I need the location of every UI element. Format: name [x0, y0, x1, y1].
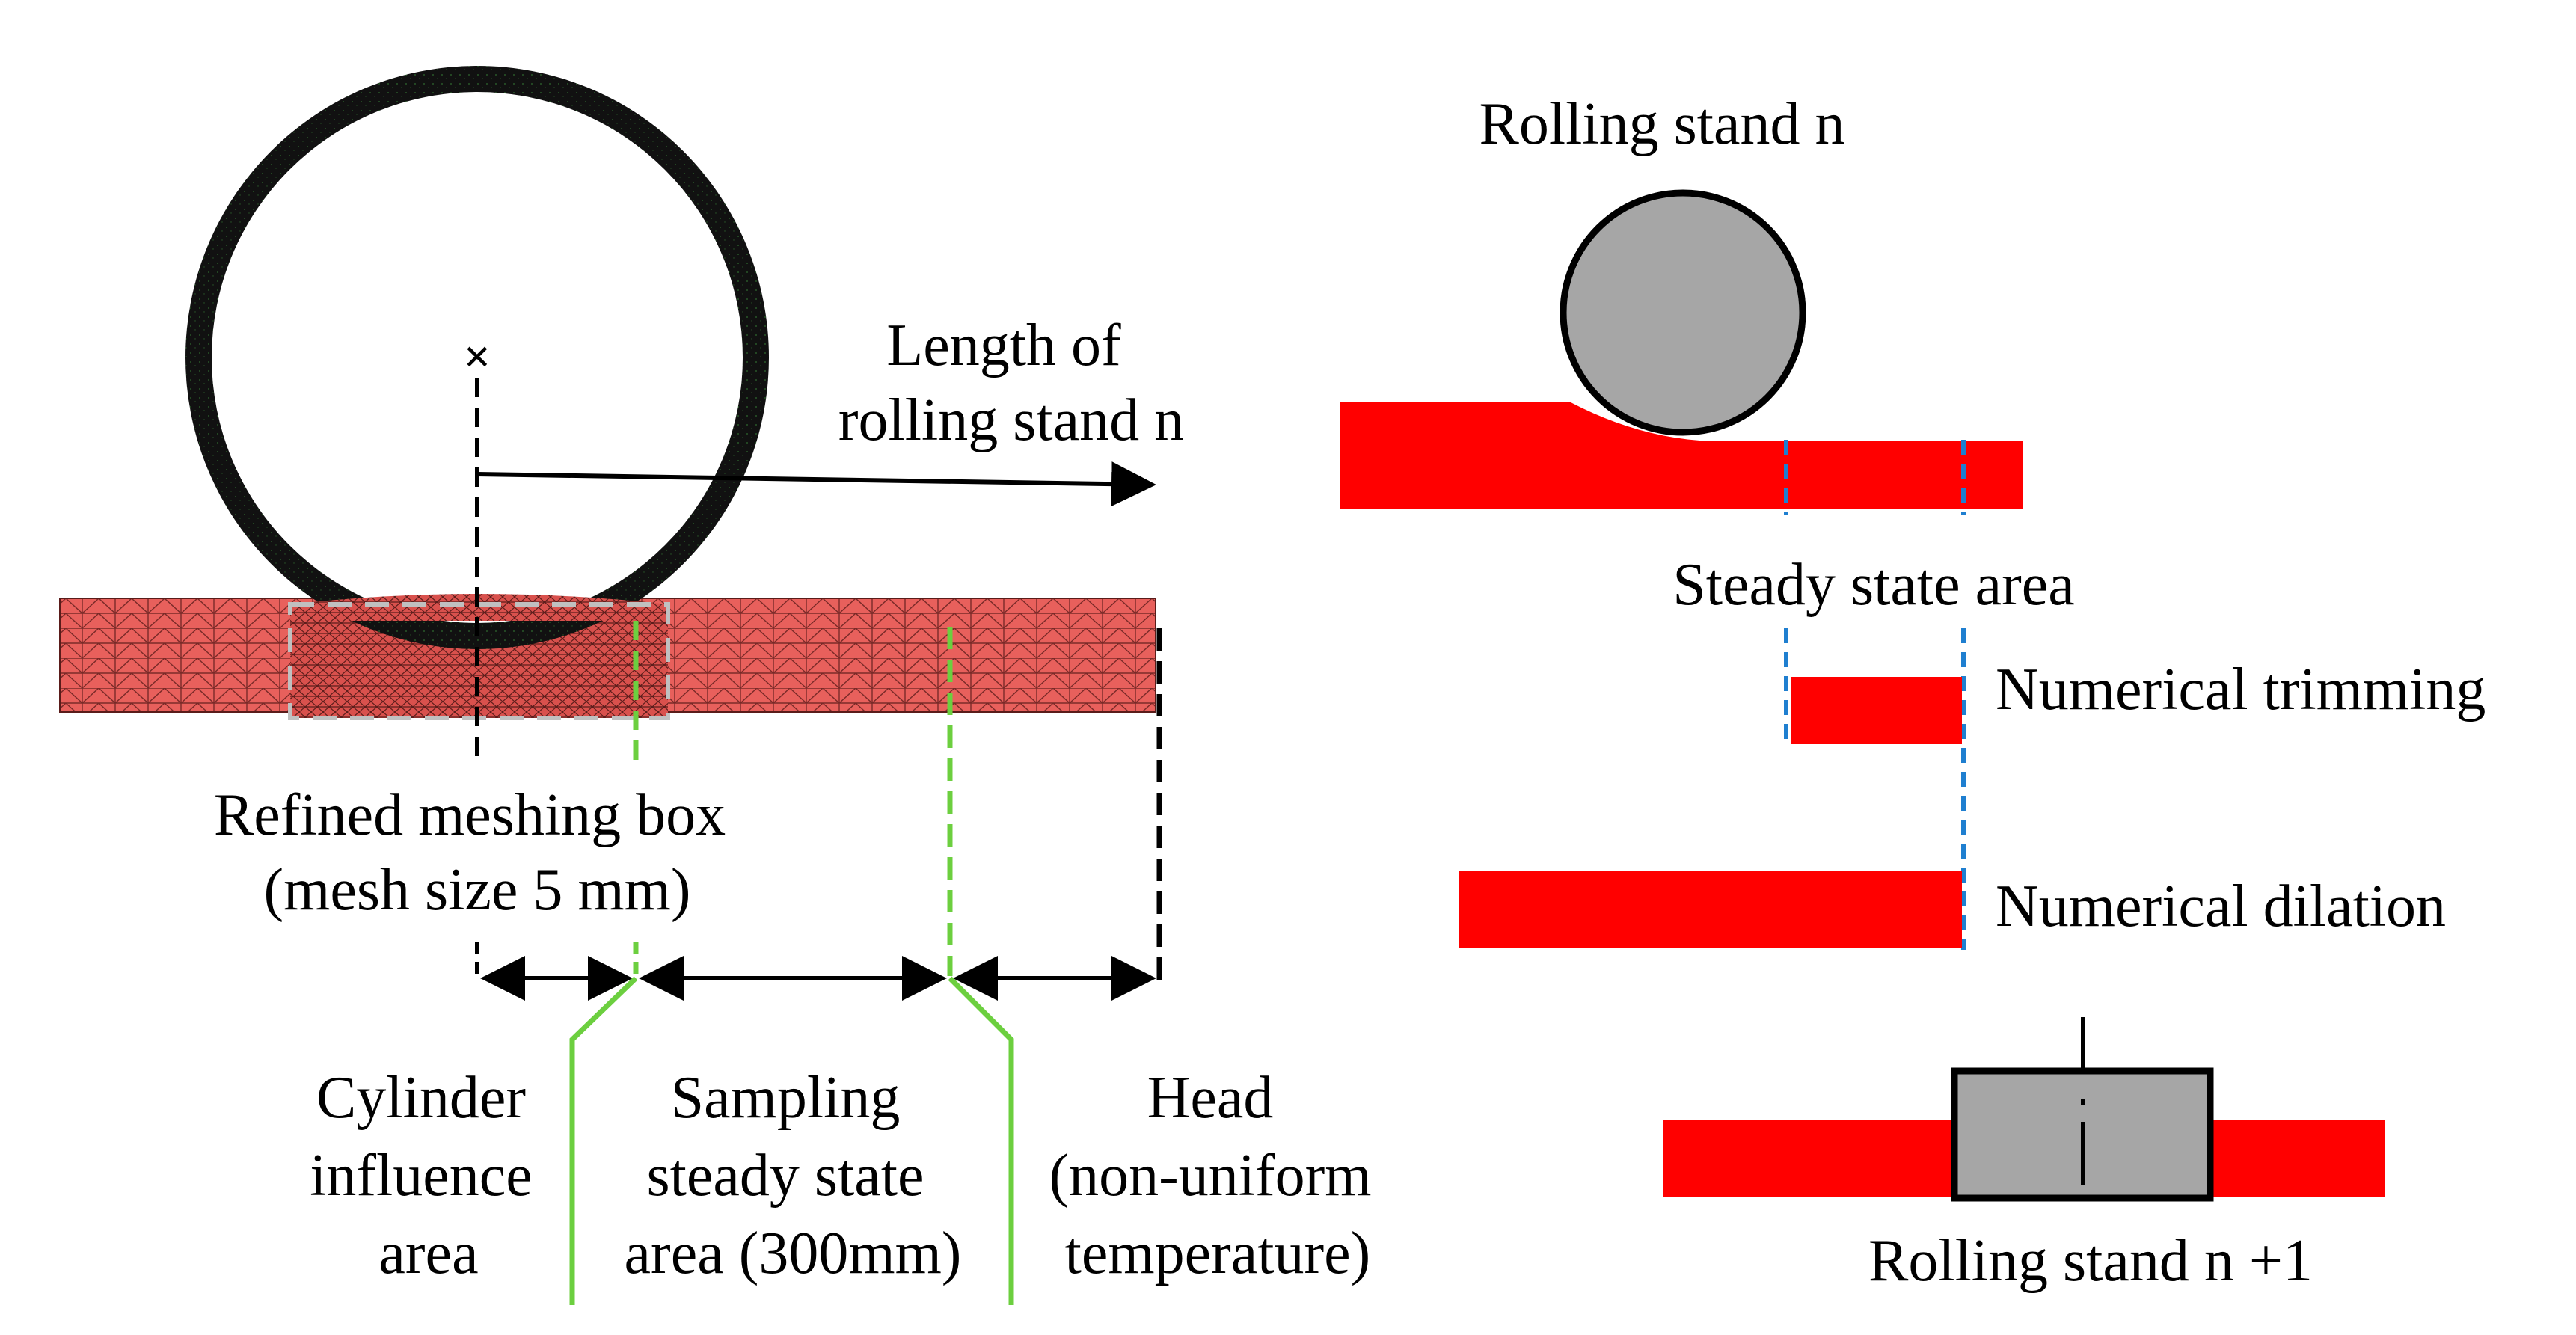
length-label: Length of rolling stand n	[838, 313, 1184, 453]
stand-n1-label: Rolling stand n +1	[1868, 1228, 2313, 1294]
zone-sampling-label: Sampling steady state area (300mm)	[625, 1065, 962, 1286]
steady-state-label: Steady state area	[1672, 552, 2075, 618]
length-arrow	[476, 461, 1156, 507]
green-leader-left	[569, 976, 638, 1305]
strip-trimmed	[1791, 677, 1962, 744]
strip-dilated	[1459, 871, 1962, 948]
roll-inner-hole	[212, 92, 743, 623]
dilation-label: Numerical dilation	[1996, 874, 2446, 939]
refined-box-label: Refined meshing box (mesh size 5 mm)	[214, 782, 740, 923]
right-panel: Rolling stand n Steady state area Numeri…	[1340, 91, 2485, 1294]
zone-cylinder-label: Cylinder influence area	[310, 1065, 548, 1286]
left-panel: × Length of rolling stand n	[59, 66, 1386, 1305]
green-leader-right	[948, 976, 1014, 1305]
roll-center-marker: ×	[464, 330, 491, 383]
zone-head-label: Head (non-uniform temperature)	[1049, 1065, 1386, 1286]
roll-stand-n	[1560, 189, 1806, 436]
stand-n-label: Rolling stand n	[1479, 91, 1845, 157]
strip-stand-n	[1340, 402, 2023, 509]
roll-contact-mesh	[290, 594, 668, 621]
trimming-label: Numerical trimming	[1996, 657, 2485, 722]
